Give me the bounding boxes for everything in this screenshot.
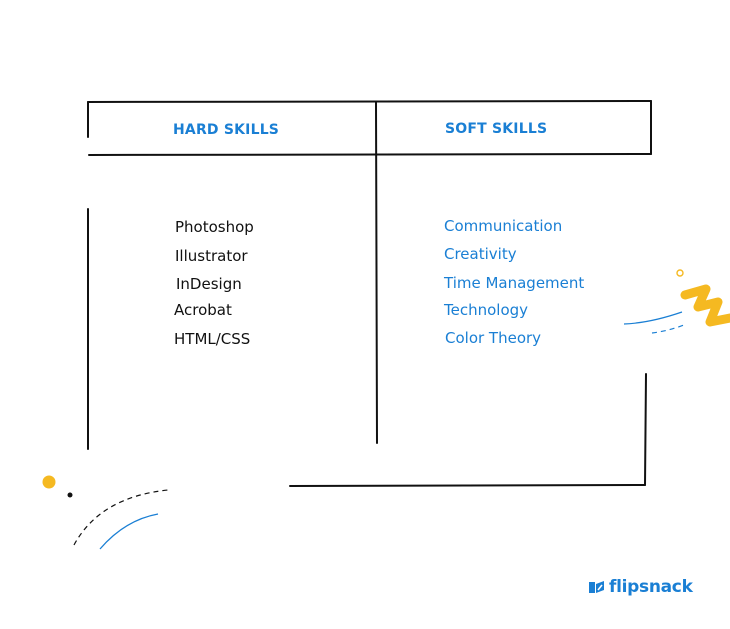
table-bottom-line xyxy=(289,484,646,487)
table-header-bottom-line xyxy=(88,153,652,156)
yellow-ring-decoration xyxy=(676,269,684,277)
table-body-right-edge xyxy=(644,373,647,486)
dashed-arc-decoration xyxy=(73,489,169,546)
list-item: HTML/CSS xyxy=(174,330,251,348)
table-top-line xyxy=(87,100,652,103)
list-item: Time Management xyxy=(444,274,585,292)
blue-curve-decoration xyxy=(623,311,683,325)
list-item: Creativity xyxy=(444,245,517,263)
blue-dashed-curve-decoration xyxy=(651,324,685,334)
list-item: Technology xyxy=(444,301,529,319)
list-item: Photoshop xyxy=(175,218,254,236)
yellow-dot-decoration xyxy=(42,475,56,489)
flipsnack-brand: flipsnack xyxy=(589,576,693,598)
list-item: Color Theory xyxy=(445,329,542,347)
black-dot-decoration xyxy=(67,492,73,498)
list-item: Communication xyxy=(444,217,563,235)
decoration-bottom-left xyxy=(42,475,169,550)
flipsnack-logo-icon xyxy=(589,581,604,593)
list-item: InDesign xyxy=(176,275,242,293)
yellow-zigzag-decoration xyxy=(680,284,730,327)
decoration-right xyxy=(623,269,730,334)
hard-skills-heading: HARD SKILLS xyxy=(173,122,280,138)
list-item: Illustrator xyxy=(175,247,248,265)
soft-skills-heading: SOFT SKILLS xyxy=(445,121,548,137)
brand-name: flipsnack xyxy=(609,577,693,597)
table-center-divider xyxy=(375,101,378,444)
list-item: Acrobat xyxy=(174,301,232,319)
blue-arc-decoration xyxy=(99,513,159,550)
